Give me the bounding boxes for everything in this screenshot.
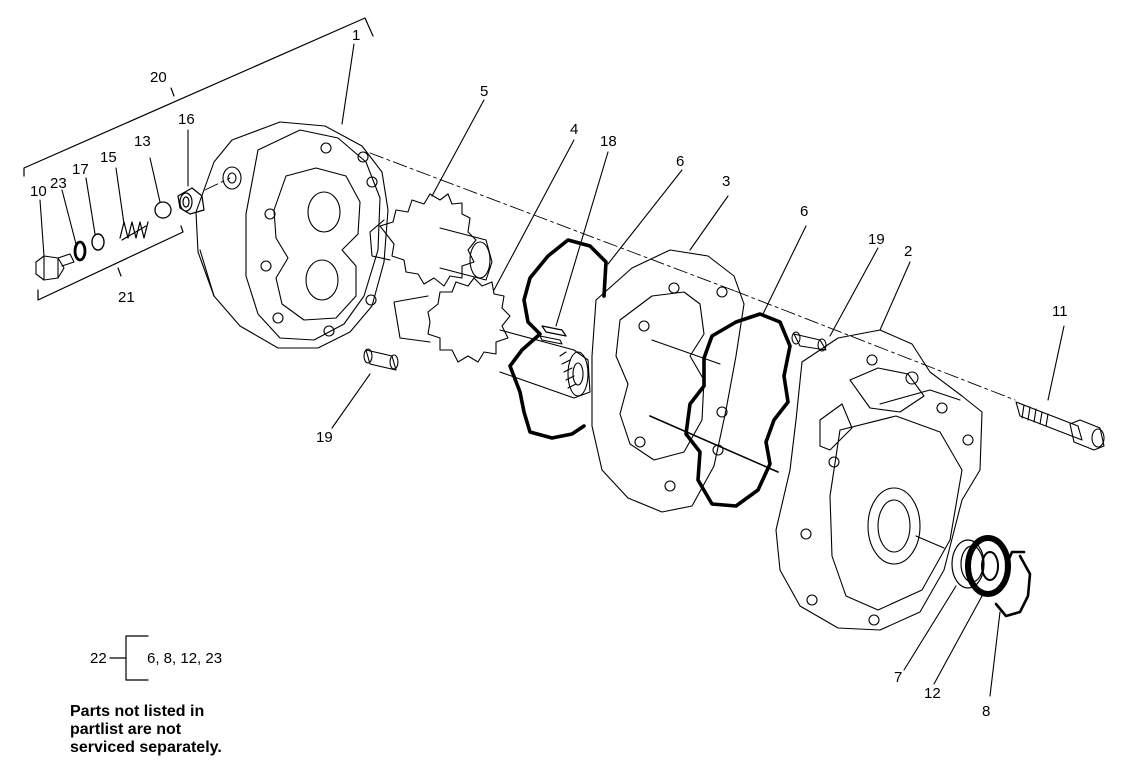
dowel-pin-19-upper bbox=[791, 331, 827, 352]
seal-ring-6-right bbox=[684, 312, 792, 508]
driven-gear-5 bbox=[369, 193, 493, 287]
callout-11: 11 bbox=[1052, 303, 1068, 320]
o-ring-23 bbox=[73, 240, 87, 262]
callout-3: 3 bbox=[722, 173, 731, 190]
callout-6-right: 6 bbox=[800, 203, 809, 220]
callout-2: 2 bbox=[904, 243, 913, 260]
service-note-line: partlist are not bbox=[70, 721, 182, 738]
callout-12: 12 bbox=[924, 685, 941, 702]
callout-5: 5 bbox=[480, 83, 489, 100]
callout-7: 7 bbox=[894, 669, 903, 686]
gear-body-3 bbox=[591, 249, 779, 513]
callout-18: 18 bbox=[600, 133, 617, 150]
callout-8: 8 bbox=[982, 703, 991, 720]
dowel-pin-19-lower bbox=[363, 348, 399, 371]
valve-seat-16 bbox=[177, 187, 205, 215]
callout-10: 10 bbox=[30, 183, 47, 200]
kit-bracket-21 bbox=[37, 225, 184, 301]
plug-10 bbox=[35, 253, 75, 281]
callout-13: 13 bbox=[134, 133, 151, 150]
service-note-line: serviced separately. bbox=[70, 739, 222, 756]
callout-19-upper: 19 bbox=[868, 231, 885, 248]
shaft-seal-12 bbox=[965, 535, 1011, 597]
drive-gear-4 bbox=[393, 277, 591, 399]
kit-bracket-20 bbox=[23, 17, 374, 177]
front-housing bbox=[195, 121, 389, 349]
kit-bracket-22 bbox=[109, 635, 149, 681]
retaining-ring-8 bbox=[994, 550, 1032, 618]
key-18 bbox=[541, 325, 567, 337]
spring-15 bbox=[119, 221, 149, 241]
callout-1: 1 bbox=[352, 27, 361, 44]
kit-contents: 6, 8, 12, 23 bbox=[147, 650, 223, 667]
seal-ring-6-left bbox=[508, 238, 608, 440]
ball-13 bbox=[154, 201, 172, 219]
callout-15: 15 bbox=[100, 149, 117, 166]
callout-20: 20 bbox=[150, 69, 167, 86]
rear-cover-2 bbox=[775, 329, 983, 631]
callout-4: 4 bbox=[570, 121, 579, 138]
callout-23: 23 bbox=[50, 175, 67, 192]
callout-17: 17 bbox=[72, 161, 89, 178]
bolt-11 bbox=[1015, 401, 1105, 451]
leader-lines bbox=[39, 43, 1065, 697]
callout-6-left: 6 bbox=[676, 153, 685, 170]
shim-17 bbox=[91, 233, 105, 251]
callout-19-lower: 19 bbox=[316, 429, 333, 446]
service-note-line: Parts not listed in bbox=[70, 703, 205, 720]
service-note: Parts not listed in partlist are not ser… bbox=[70, 703, 222, 757]
kit-number: 22 bbox=[90, 650, 107, 667]
callout-16: 16 bbox=[178, 111, 195, 128]
callout-21: 21 bbox=[118, 289, 135, 306]
centerline bbox=[204, 152, 1016, 401]
